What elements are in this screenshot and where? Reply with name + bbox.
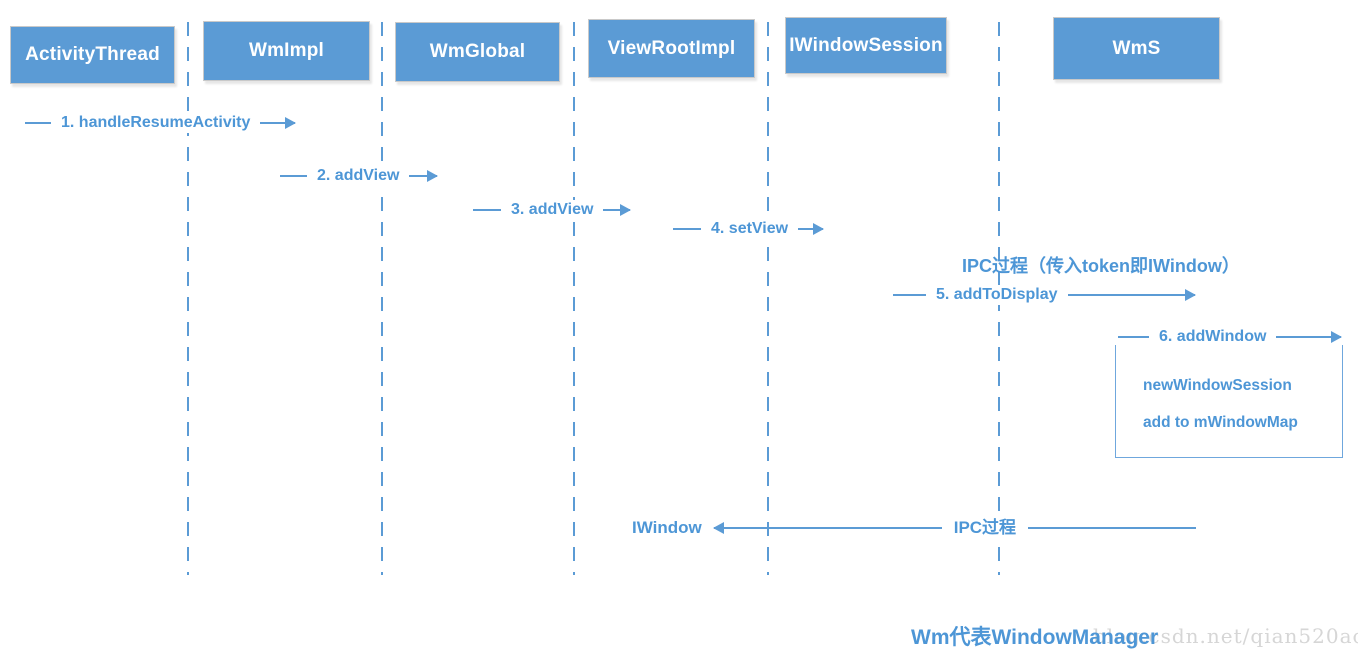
message-label: 1. handleResumeActivity: [59, 113, 253, 133]
arrow-head: [798, 223, 824, 235]
lifeline-2: [381, 22, 383, 575]
message-label: 2. addView: [315, 166, 402, 186]
participant-label: WmImpl: [248, 40, 325, 61]
message-addview-3: 3. addView: [473, 200, 631, 220]
return-line-right: [1028, 527, 1196, 529]
return-arrow-line: [712, 522, 942, 534]
arrow-head: [260, 117, 296, 129]
participant-iwindowsession: IWindowSession: [785, 17, 947, 74]
participant-label: WmGlobal: [429, 41, 526, 62]
note-line-addtomwindowmap: add to mWindowMap: [1143, 414, 1298, 431]
message-setview: 4. setView: [673, 219, 824, 239]
participant-viewrootimpl: ViewRootImpl: [588, 19, 755, 78]
participant-label: ViewRootImpl: [607, 37, 736, 59]
lifeline-3: [573, 22, 575, 575]
message-addtodisplay: 5. addToDisplay: [893, 285, 1197, 305]
message-label: 5. addToDisplay: [934, 285, 1060, 305]
arrow-head: [409, 170, 438, 182]
message-label: 3. addView: [509, 200, 596, 220]
watermark: blog.csdn.net/qian520ao: [1093, 624, 1358, 648]
ipc-note-label: IPC过程（传入token即IWindow）: [962, 256, 1240, 276]
return-label-iwindow: IWindow: [630, 518, 704, 538]
arrow-line: [280, 175, 307, 177]
arrow-head: [603, 204, 631, 216]
arrow-head: [1276, 331, 1342, 343]
caption: Wm代表WindowManager: [911, 626, 1159, 649]
arrow-head: [1067, 289, 1197, 301]
return-label-ipc: IPC过程: [951, 518, 1019, 538]
participant-label: ActivityThread: [25, 44, 160, 65]
wms-note-box: newWindowSession add to mWindowMap: [1115, 345, 1343, 458]
arrow-line: [1118, 336, 1149, 338]
participant-label: WmS: [1112, 37, 1161, 59]
participant-wmglobal: WmGlobal: [395, 22, 560, 82]
message-label: 4. setView: [709, 219, 791, 239]
participant-wms: WmS: [1053, 17, 1220, 80]
message-addwindow: 6. addWindow: [1118, 327, 1342, 347]
arrow-line: [25, 122, 51, 124]
participant-wmimpl: WmImpl: [203, 21, 370, 81]
participant-label: IWindowSession: [789, 34, 943, 56]
participant-activitythread: ActivityThread: [10, 26, 175, 84]
message-addview-2: 2. addView: [280, 166, 438, 186]
return-message-iwindow: IWindow IPC过程: [630, 518, 1196, 538]
lifeline-4: [767, 22, 769, 575]
arrow-line: [673, 228, 701, 230]
arrow-line: [473, 209, 501, 211]
note-line-newwindowsession: newWindowSession: [1143, 377, 1292, 394]
message-handleresumeactivity: 1. handleResumeActivity: [25, 113, 296, 133]
message-label: 6. addWindow: [1157, 327, 1269, 347]
lifeline-1: [187, 22, 189, 575]
arrow-line: [893, 294, 926, 296]
